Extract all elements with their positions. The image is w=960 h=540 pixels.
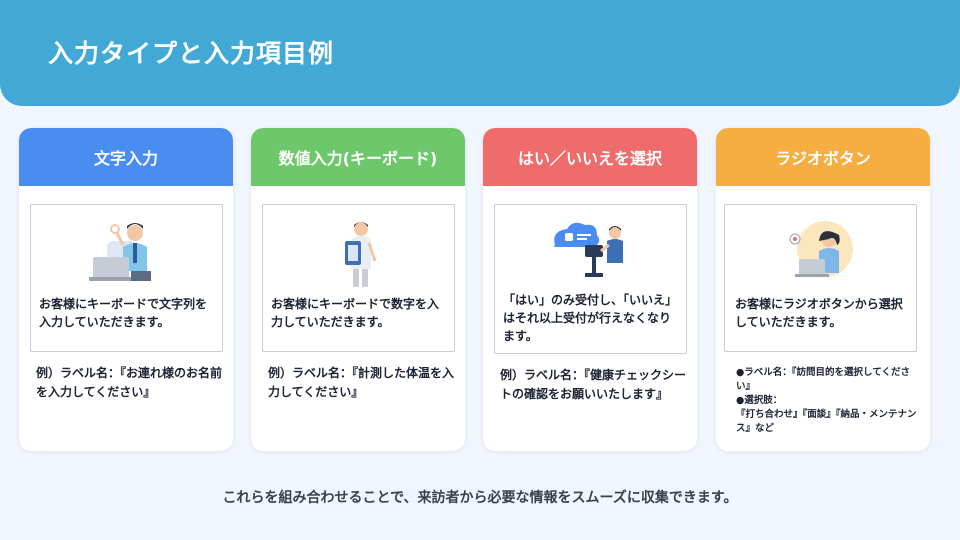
card-illustration-box: 「はい」のみ受付し、「いいえ」はそれ以上受付が行えなくなります。 [494, 204, 687, 354]
card-text-input: 文字入力 お客様にキーボードで文字列を入力していただきます。 例）ラベル名：『お… [19, 128, 233, 451]
header-banner: 入力タイプと入力項目例 [0, 0, 960, 106]
card-description: 「はい」のみ受付し、「いいえ」はそれ以上受付が行えなくなります。 [503, 293, 678, 343]
card-title: ラジオボタン [716, 128, 930, 186]
person-holding-tablet-icon [344, 222, 376, 287]
person-at-laptop-icon [789, 221, 853, 277]
footer-summary: これらを組み合わせることで、来訪者から必要な情報をスムーズに収集できます。 [222, 490, 738, 506]
card-description: お客様にラジオボタンから選択していただきます。 [735, 297, 903, 329]
person-typing-laptop-icon [88, 223, 151, 281]
card-yes-no: はい／いいえを選択 「はい」のみ受付し、「いいえ」はそれ以上受付が行えなくなりま… [483, 128, 697, 451]
person-at-kiosk-icon [553, 222, 623, 277]
card-radio-button: ラジオボタン お客様にラジオボタンから選択していただきます。 ●ラベル名：『訪問… [716, 128, 930, 451]
card-illustration-box: お客様にラジオボタンから選択していただきます。 [724, 204, 917, 352]
card-illustration-box: お客様にキーボードで数字を入力していただきます。 [262, 204, 455, 352]
card-title: 数値入力(キーボード) [251, 128, 465, 186]
example-choices-title: ●選択肢： [736, 395, 783, 406]
card-number-input: 数値入力(キーボード) お客様にキーボードで数字を入力していただきます。 例）ラ… [251, 128, 465, 451]
page-title: 入力タイプと入力項目例 [48, 39, 335, 68]
card-description: お客様にキーボードで文字列を入力していただきます。 [39, 297, 208, 329]
card-example: 例）ラベル名：『健康チェックシートの確認をお願いいたします』 [500, 368, 687, 401]
card-description: お客様にキーボードで数字を入力していただきます。 [271, 297, 440, 329]
card-example: 例）ラベル名：『お連れ様のお名前を入力してください』 [36, 366, 223, 399]
card-title: 文字入力 [19, 128, 233, 186]
card-title: はい／いいえを選択 [483, 128, 697, 186]
card-example: 例）ラベル名：『計測した体温を入力してください』 [268, 366, 455, 399]
example-choices: 『打ち合わせ』『面談』『納品・メンテナンス』など [736, 409, 917, 434]
card-example: ●ラベル名：『訪問目的を選択してください』 ●選択肢： 『打ち合わせ』『面談』『… [736, 366, 918, 436]
example-label: ●ラベル名：『訪問目的を選択してください』 [736, 367, 910, 392]
card-illustration-box: お客様にキーボードで文字列を入力していただきます。 [30, 204, 223, 352]
